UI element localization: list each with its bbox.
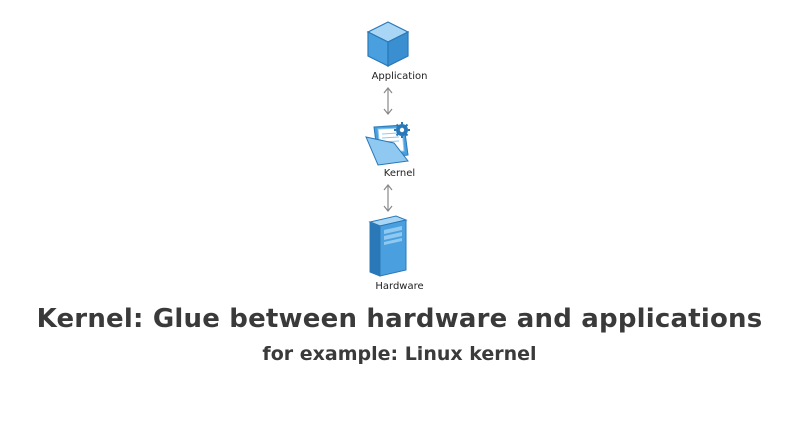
folder-gear-icon bbox=[365, 122, 410, 166]
server-tower-icon bbox=[368, 215, 408, 277]
node-label-kernel: Kernel bbox=[383, 168, 416, 179]
node-label-application: Application bbox=[371, 71, 428, 82]
caption-subtitle: for example: Linux kernel bbox=[262, 343, 537, 365]
bidirectional-arrow-icon bbox=[383, 87, 393, 115]
cube-icon bbox=[366, 21, 410, 67]
node-label-hardware: Hardware bbox=[375, 281, 424, 292]
caption-title: Kernel: Glue between hardware and applic… bbox=[36, 304, 763, 334]
bidirectional-arrow-icon bbox=[383, 184, 393, 212]
